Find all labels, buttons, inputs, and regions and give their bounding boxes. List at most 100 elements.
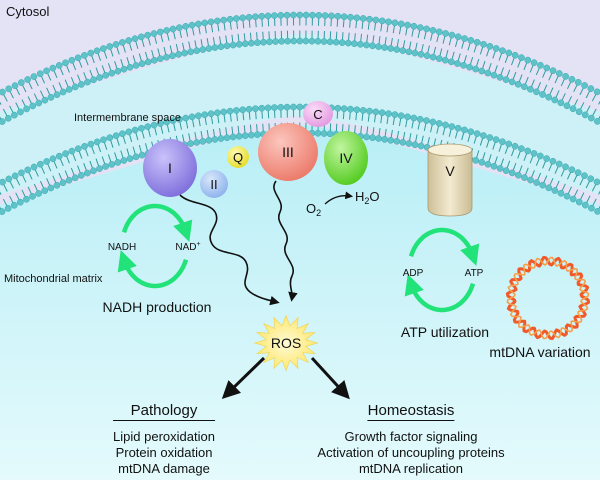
lipid-head <box>283 103 291 111</box>
lipid-head <box>350 40 358 48</box>
lipid-head <box>245 13 253 21</box>
mtdna-variation-label: mtDNA variation <box>489 344 590 360</box>
lipid-head <box>260 38 267 46</box>
lipid-head <box>296 11 304 19</box>
lipid-head <box>490 71 498 79</box>
lipid-head <box>359 107 367 114</box>
lipid-head <box>214 17 221 25</box>
lipid-head <box>378 109 386 117</box>
lipid-head <box>555 160 563 168</box>
lipid-head <box>562 163 569 171</box>
lipid-head <box>332 38 340 46</box>
lipid-head <box>35 99 43 107</box>
lipid-tail <box>0 101 2 105</box>
pathology-block: Pathology Lipid peroxidation Protein oxi… <box>113 402 215 477</box>
lipid-head <box>188 21 196 29</box>
lipid-head <box>563 102 571 110</box>
lipid-head <box>175 24 183 32</box>
lipid-head <box>397 20 405 28</box>
lipid-head <box>508 169 516 177</box>
lipid-head <box>533 88 540 96</box>
lipid-head <box>563 192 571 200</box>
lipid-head <box>302 11 310 19</box>
lipid-head <box>137 33 145 41</box>
lipid-head <box>334 12 342 20</box>
homeostasis-block: Homeostasis Growth factor signaling Acti… <box>317 402 504 477</box>
lipid-head <box>593 178 600 186</box>
lipid-head <box>125 37 133 44</box>
lipid-head <box>397 112 405 120</box>
lipid-head <box>417 50 425 58</box>
lipid-head <box>568 166 576 174</box>
lipid-head <box>524 56 532 64</box>
lipid-head <box>37 160 44 168</box>
lipid-head <box>252 105 259 113</box>
lipid-head <box>575 198 583 206</box>
lipid-head <box>357 40 364 48</box>
lipid-head <box>441 56 449 64</box>
lipid-head <box>229 133 237 141</box>
lipid-head <box>366 15 373 23</box>
lipid-head <box>557 99 565 107</box>
lipid-head <box>480 40 487 48</box>
lipid-head <box>131 126 139 134</box>
lipid-head <box>326 130 334 138</box>
lipid-head <box>435 120 443 127</box>
lipid-head <box>41 187 49 195</box>
lipid-head <box>492 136 500 143</box>
lipid-head <box>290 11 297 19</box>
lipid-head <box>543 64 551 72</box>
cytochrome-c: C <box>303 101 333 127</box>
lipid-head <box>235 132 243 140</box>
lipid-head <box>587 175 595 183</box>
o2-to-h2o-arrow <box>324 191 354 205</box>
lipid-head <box>163 53 170 61</box>
cycle-arrow-top <box>408 227 480 266</box>
lipid-head <box>252 13 259 21</box>
lipid-head <box>108 69 116 77</box>
lipid-head <box>314 37 322 45</box>
lipid-head <box>194 20 202 28</box>
lipid-tail <box>0 191 2 195</box>
lipid-head <box>87 49 95 57</box>
lipid-head <box>241 40 249 48</box>
lipid-head <box>35 190 43 197</box>
lipid-head <box>93 138 101 146</box>
lipid-head <box>10 201 18 209</box>
lipid-head <box>315 11 323 19</box>
lipid-head <box>239 14 247 22</box>
lipid-head <box>587 114 595 122</box>
lipid-head <box>96 165 103 172</box>
lipid-head <box>199 46 207 53</box>
nadh-production-label: NADH production <box>103 299 212 315</box>
lipid-head <box>0 178 6 186</box>
lipid-head <box>594 208 600 215</box>
lipid-head <box>594 118 600 125</box>
lipid-head <box>537 61 544 69</box>
lipid-head <box>24 166 32 174</box>
lipid-head <box>23 195 30 203</box>
lipid-head <box>391 111 399 118</box>
lipid-head <box>478 158 486 166</box>
lipid-head <box>423 25 430 33</box>
lipid-head <box>93 47 101 55</box>
lipid-head <box>353 106 361 114</box>
lipid-head <box>29 102 37 110</box>
lipid-head <box>150 56 158 64</box>
lipid-head <box>62 59 69 67</box>
lipid-head <box>530 150 538 157</box>
lipid-head <box>199 138 207 145</box>
lipid-head <box>499 138 506 146</box>
lipid-head <box>404 21 411 29</box>
lipid-head <box>62 150 69 157</box>
complex-i: I <box>143 139 197 197</box>
homeostasis-item: Growth factor signaling <box>344 429 478 444</box>
lipid-head <box>340 105 348 113</box>
lipid-head <box>338 39 346 46</box>
lipid-head <box>226 15 234 23</box>
lipid-head <box>575 108 583 116</box>
lipid-head <box>90 167 97 175</box>
lipid-head <box>53 181 61 189</box>
lipid-head <box>473 38 481 46</box>
